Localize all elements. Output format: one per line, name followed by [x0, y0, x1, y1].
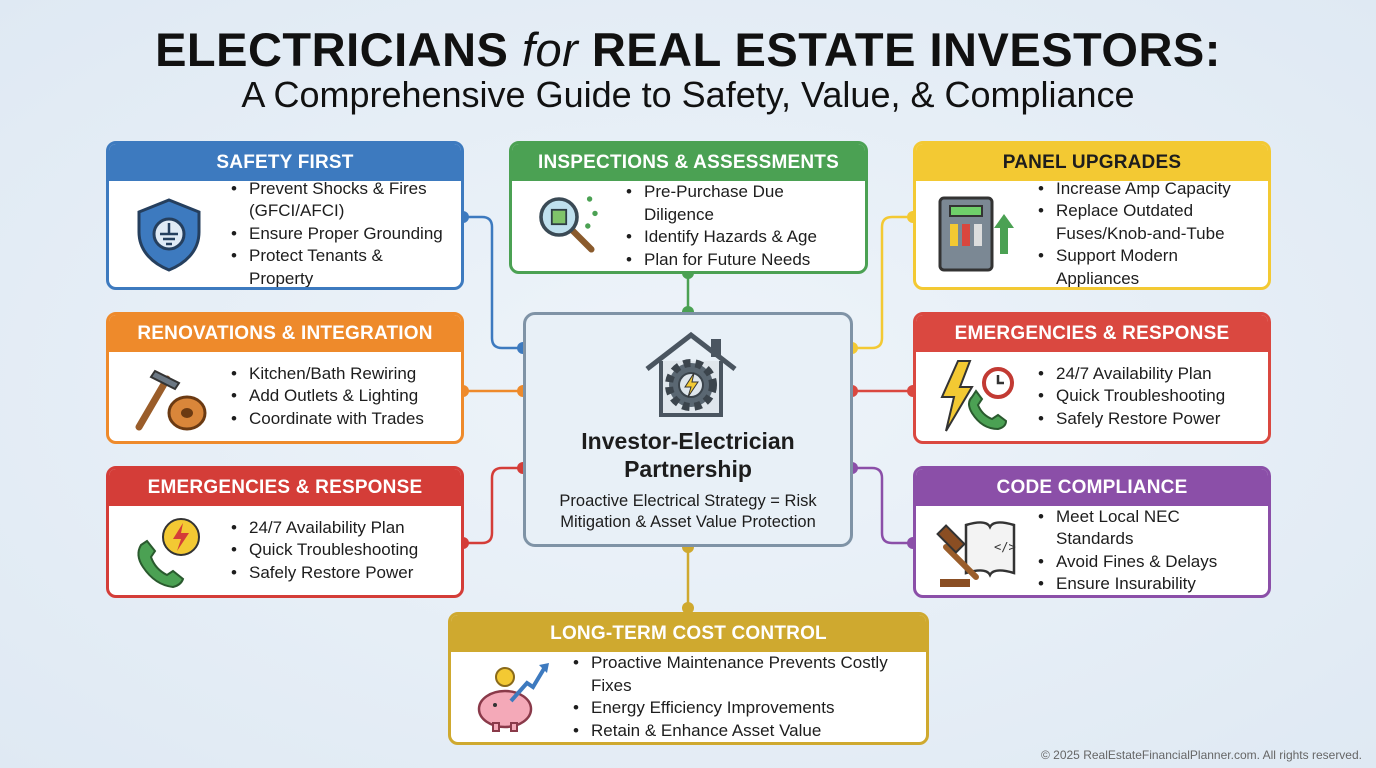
- card-renovations: RENOVATIONS & INTEGRATION Kitchen/Bath R…: [106, 312, 464, 444]
- card-inspections: INSPECTIONS & ASSESSMENTS Pre-Purchase D…: [509, 141, 868, 274]
- card-long-term-cost: LONG-TERM COST CONTROL Proactive Mainten…: [448, 612, 929, 745]
- hammer-wire-spool-icon: [135, 369, 207, 430]
- bolt-phone-clock-icon: [940, 359, 1014, 432]
- bullet-item: Coordinate with Trades: [229, 408, 424, 431]
- main-title: ELECTRICIANS for REAL ESTATE INVESTORS:: [155, 23, 1221, 76]
- bullet-item: Add Outlets & Lighting: [229, 385, 424, 408]
- bullet-item: Quick Troubleshooting: [229, 539, 418, 562]
- center-title: Investor-Electrician Partnership: [581, 428, 795, 482]
- bullet-item: Meet Local NEC Standards: [1036, 506, 1258, 551]
- bullet-item: Proactive Maintenance Prevents Costly Fi…: [571, 652, 916, 697]
- bullet-item: Plan for Future Needs: [624, 249, 855, 272]
- piggy-bank-growth-icon: [477, 663, 549, 732]
- center-hub: Investor-Electrician Partnership Proacti…: [523, 312, 853, 547]
- phone-alert-icon: [137, 517, 200, 588]
- card-title: SAFETY FIRST: [109, 144, 461, 181]
- bullet-item: Quick Troubleshooting: [1036, 385, 1225, 408]
- card-code-compliance: CODE COMPLIANCE </> Meet Local NEC Stand…: [913, 466, 1271, 598]
- card-safety-first: SAFETY FIRST Prevent Shocks & Fires (GFC…: [106, 141, 464, 290]
- magnifier-chip-icon: [539, 196, 598, 253]
- bullet-item: Identify Hazards & Age: [624, 226, 855, 249]
- gavel-book-icon: </>: [936, 520, 1016, 587]
- card-title: CODE COMPLIANCE: [916, 469, 1268, 506]
- bullet-item: Retain & Enhance Asset Value: [571, 720, 916, 743]
- card-panel-upgrades: PANEL UPGRADES Increase Amp CapacityRepl…: [913, 141, 1271, 290]
- bullet-item: Avoid Fines & Delays: [1036, 551, 1258, 574]
- subtitle: A Comprehensive Guide to Safety, Value, …: [241, 74, 1135, 115]
- card-title: PANEL UPGRADES: [916, 144, 1268, 181]
- svg-text:</>: </>: [994, 540, 1016, 554]
- bullet-item: 24/7 Availability Plan: [229, 517, 418, 540]
- card-title: LONG-TERM COST CONTROL: [451, 615, 926, 652]
- card-emergencies-right: EMERGENCIES & RESPONSE 24/7 Availability…: [913, 312, 1271, 444]
- bullet-item: Ensure Insurability: [1036, 573, 1258, 595]
- bullet-item: Prevent Shocks & Fires (GFCI/AFCI): [229, 178, 451, 223]
- center-description: Proactive Electrical Strategy = Risk Mit…: [559, 492, 817, 531]
- bullet-item: Increase Amp Capacity: [1036, 178, 1258, 201]
- copyright: © 2025 RealEstateFinancialPlanner.com. A…: [1040, 748, 1362, 762]
- bullet-item: Protect Tenants & Property: [229, 245, 451, 287]
- bullet-item: Replace Outdated Fuses/Knob-and-Tube: [1036, 200, 1258, 245]
- card-title: EMERGENCIES & RESPONSE: [109, 469, 461, 506]
- bullet-item: Pre-Purchase Due Diligence: [624, 181, 855, 226]
- shield-ground-icon: [137, 198, 201, 272]
- bullet-item: 24/7 Availability Plan: [1036, 363, 1225, 386]
- card-title: INSPECTIONS & ASSESSMENTS: [512, 144, 865, 181]
- electrical-panel-icon: [938, 196, 1014, 272]
- card-title: EMERGENCIES & RESPONSE: [916, 315, 1268, 352]
- card-title: RENOVATIONS & INTEGRATION: [109, 315, 461, 352]
- card-emergencies-left: EMERGENCIES & RESPONSE 24/7 Availability…: [106, 466, 464, 598]
- house-gear-bolt-icon: [645, 331, 737, 417]
- bullet-item: Energy Efficiency Improvements: [571, 697, 916, 720]
- bullet-item: Safely Restore Power: [1036, 408, 1225, 431]
- bullet-item: Support Modern Appliances: [1036, 245, 1258, 287]
- bullet-item: Ensure Proper Grounding: [229, 223, 451, 246]
- bullet-item: Safely Restore Power: [229, 562, 418, 585]
- bullet-item: Kitchen/Bath Rewiring: [229, 363, 424, 386]
